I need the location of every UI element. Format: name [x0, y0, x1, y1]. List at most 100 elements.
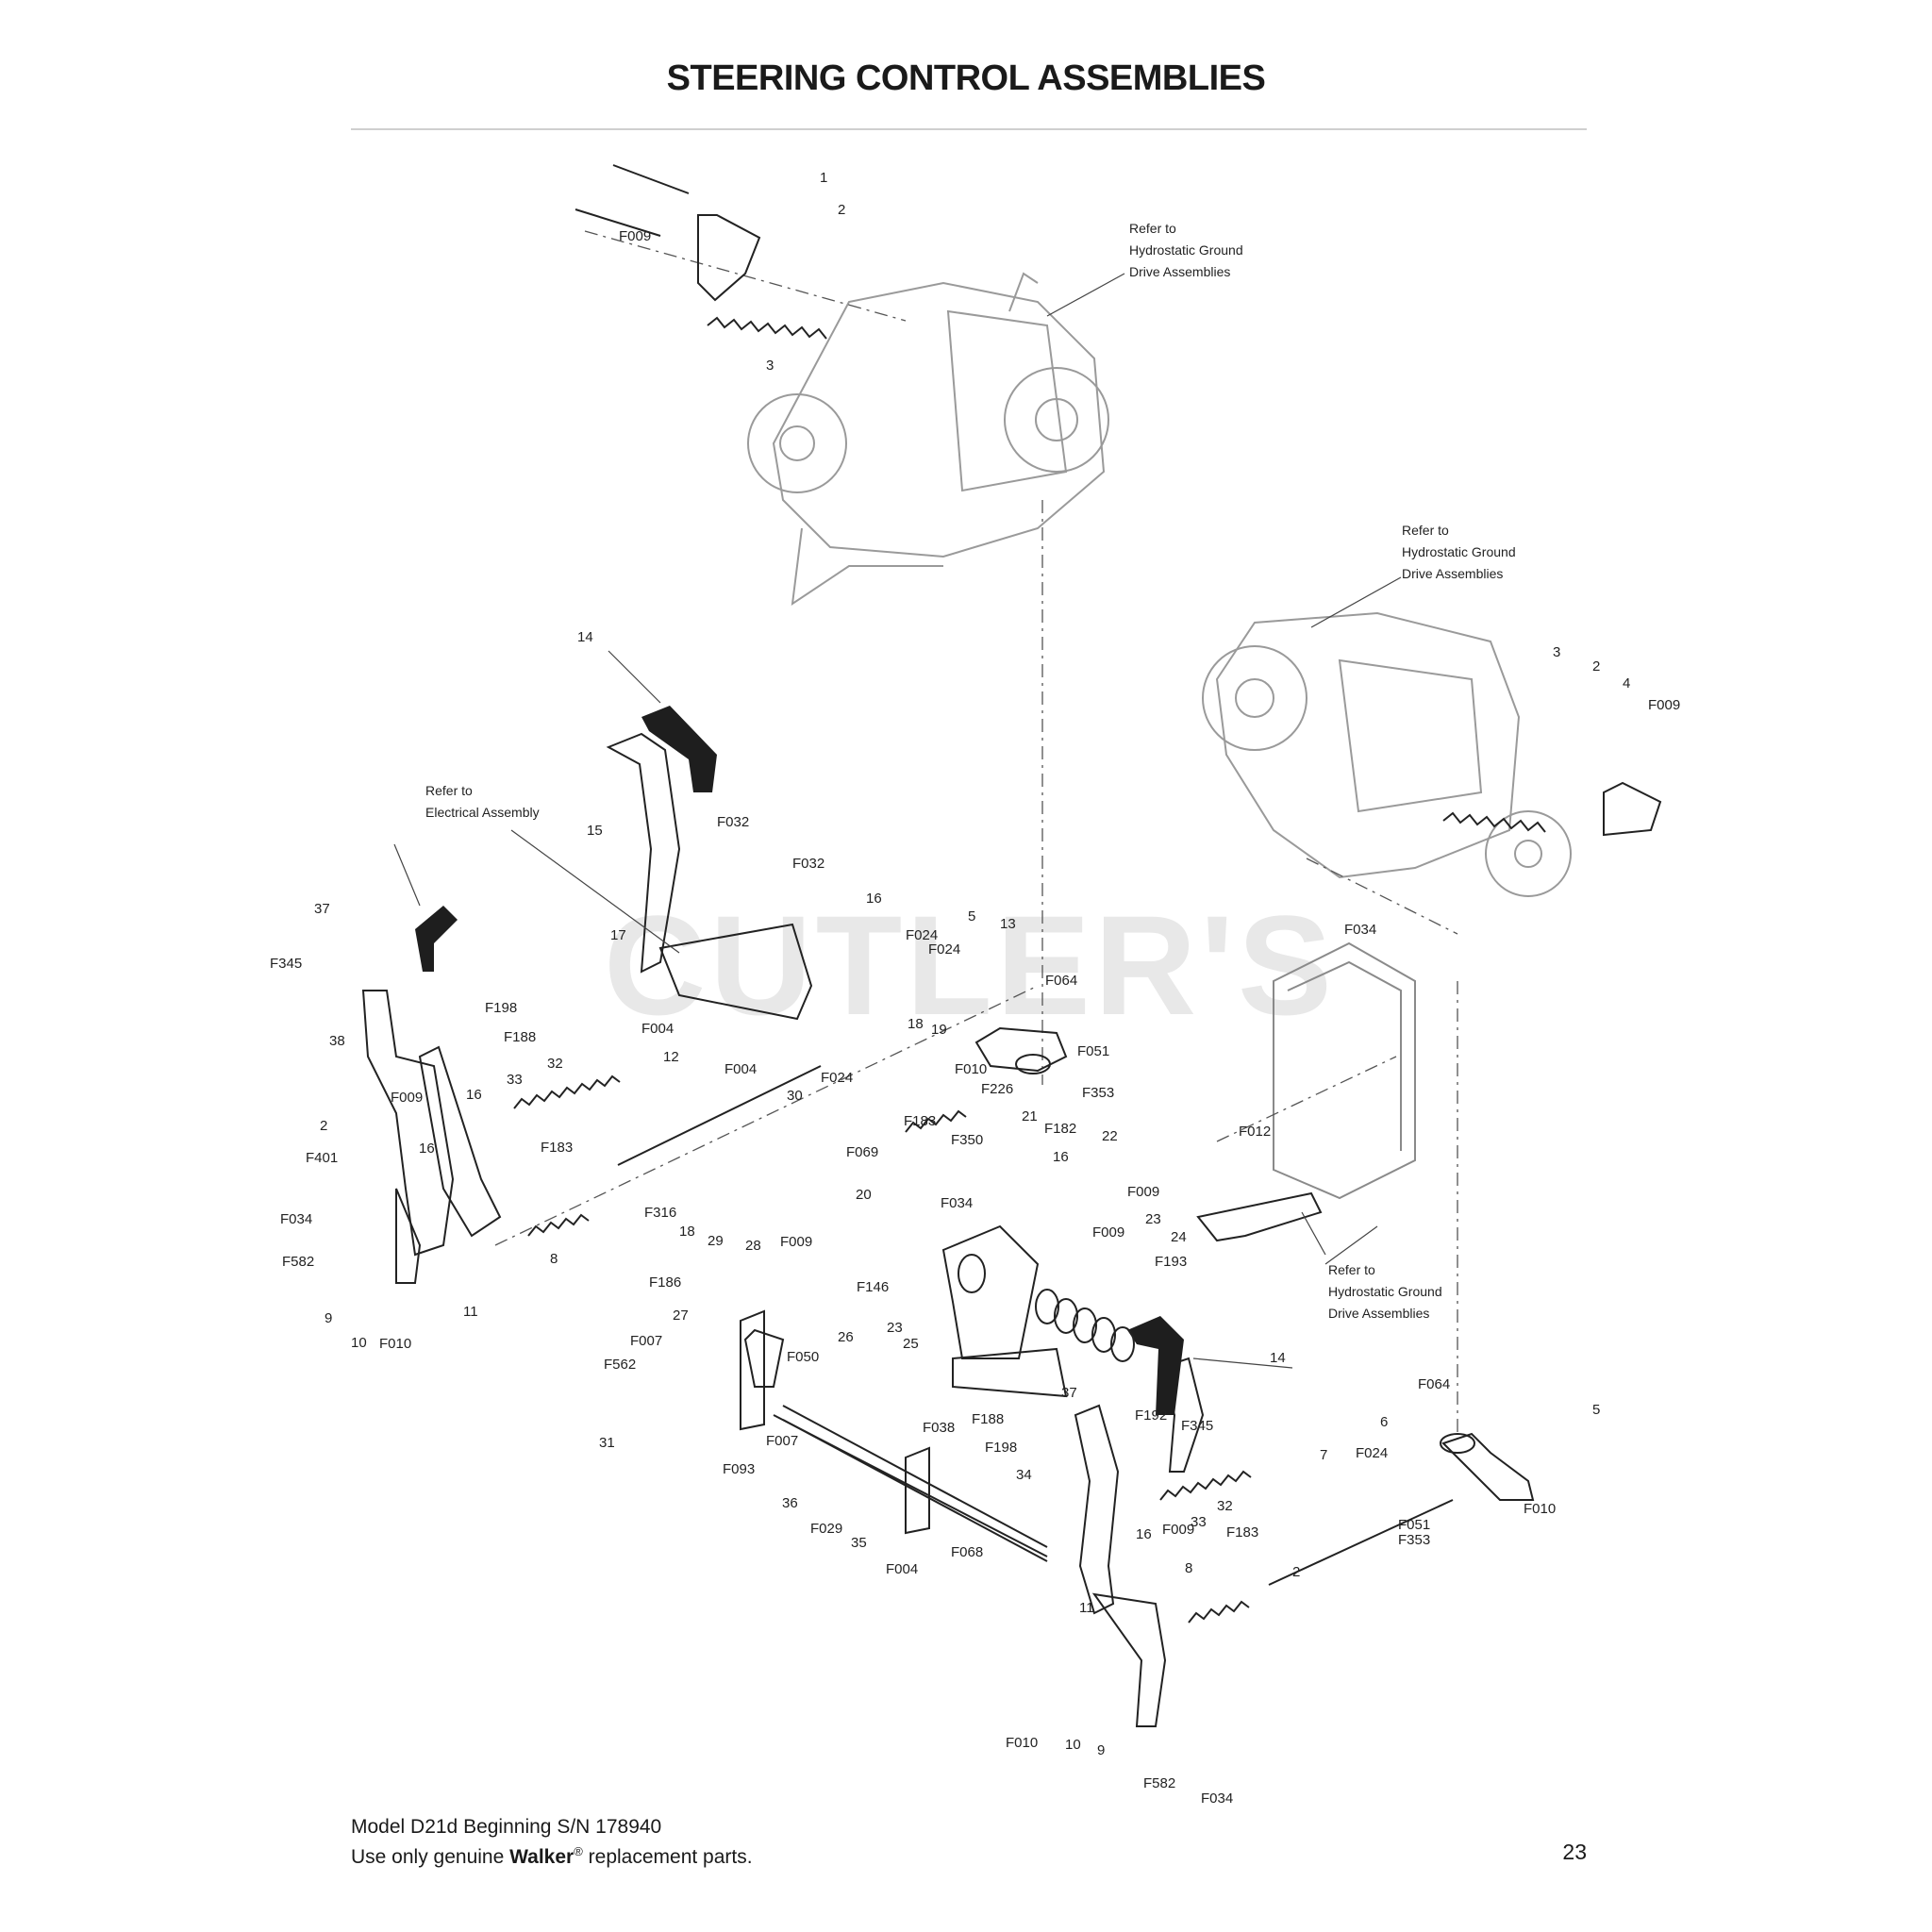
callout: 33	[1191, 1514, 1207, 1530]
callout: F183	[1226, 1524, 1258, 1541]
callout: 18	[908, 1016, 924, 1032]
callout: F004	[886, 1561, 918, 1577]
callout: F093	[723, 1461, 755, 1477]
callout: 8	[550, 1251, 558, 1267]
callout: F010	[379, 1336, 411, 1352]
callout: F010	[955, 1061, 987, 1077]
callout: F024	[1356, 1445, 1388, 1461]
callout: 26	[838, 1329, 854, 1345]
callout: F038	[923, 1420, 955, 1436]
callout: 38	[329, 1033, 345, 1049]
callout: F009	[1162, 1522, 1194, 1538]
callout: 2	[838, 202, 845, 218]
callout: 2	[320, 1118, 327, 1134]
callout: 7	[1320, 1447, 1327, 1463]
callout: 32	[547, 1056, 563, 1072]
alignment-lines	[494, 230, 1458, 1439]
callout: F198	[985, 1440, 1017, 1456]
callout: 16	[419, 1141, 435, 1157]
brand-name: Walker	[509, 1846, 575, 1868]
callout: 13	[1000, 916, 1016, 932]
title-divider	[351, 128, 1587, 130]
callout: F353	[1398, 1532, 1430, 1548]
lever-15	[606, 732, 813, 1021]
callout: F034	[280, 1211, 312, 1227]
callout: F009	[1648, 697, 1680, 713]
callout: 30	[787, 1088, 803, 1104]
callout: 24	[1171, 1229, 1187, 1245]
svg-text:Refer to: Refer to	[1328, 1262, 1375, 1277]
callout: 29	[708, 1233, 724, 1249]
callout: 10	[1065, 1737, 1081, 1753]
svg-text:Hydrostatic Ground: Hydrostatic Ground	[1129, 242, 1243, 258]
note-hydro-lower: Refer to Hydrostatic Ground Drive Assemb…	[1328, 1262, 1442, 1321]
callout: 2	[1592, 658, 1600, 675]
callout: F009	[1127, 1184, 1159, 1200]
callout: F034	[1201, 1790, 1233, 1807]
callout: F146	[857, 1279, 889, 1295]
callout: F069	[846, 1144, 878, 1160]
svg-text:Hydrostatic Ground: Hydrostatic Ground	[1402, 544, 1516, 559]
spring-right	[1442, 781, 1662, 837]
svg-text:Drive Assemblies: Drive Assemblies	[1328, 1306, 1429, 1321]
callout: F004	[641, 1021, 674, 1037]
callout: F316	[644, 1205, 676, 1221]
callout: 35	[851, 1535, 867, 1551]
page-number: 23	[1562, 1840, 1587, 1864]
callout: F050	[787, 1349, 819, 1365]
hydro-transmission-top	[747, 272, 1109, 607]
callout: F064	[1045, 973, 1077, 989]
callout: 22	[1102, 1128, 1118, 1144]
springs-mid	[513, 1074, 1252, 1624]
svg-text:Drive Assemblies: Drive Assemblies	[1402, 566, 1503, 581]
callout: F582	[1143, 1775, 1175, 1791]
washer-stack	[958, 1254, 1135, 1362]
grip-14-upper	[641, 706, 717, 792]
callout: F010	[1006, 1735, 1038, 1751]
callout: 1	[820, 170, 827, 186]
spring-top	[707, 316, 827, 340]
callout: 11	[463, 1304, 478, 1320]
watermark: CUTLER'S	[604, 886, 1336, 1044]
callout: F051	[1398, 1517, 1430, 1533]
svg-text:Refer to: Refer to	[1129, 221, 1176, 236]
callout: F007	[766, 1433, 798, 1449]
callout: 31	[599, 1435, 615, 1451]
callout: F064	[1418, 1376, 1450, 1392]
callout: F024	[928, 941, 960, 958]
callout: F198	[485, 1000, 517, 1016]
callout: F034	[1344, 922, 1376, 938]
callout: 12	[663, 1049, 679, 1065]
callout: F345	[1181, 1418, 1213, 1434]
callout: 23	[1145, 1211, 1161, 1227]
callout: F032	[792, 856, 824, 872]
svg-text:Drive Assemblies: Drive Assemblies	[1129, 264, 1230, 279]
callout: F034	[941, 1195, 973, 1211]
callout: F007	[630, 1333, 662, 1349]
callout: F192	[1135, 1407, 1167, 1424]
callout: 6	[1380, 1414, 1388, 1430]
callout: 5	[968, 908, 975, 924]
callout: F182	[1044, 1121, 1076, 1137]
footer-text: Model D21d Beginning S/N 178940 Use only…	[351, 1815, 753, 1870]
leader-lines	[393, 273, 1402, 1369]
callout: 10	[351, 1335, 367, 1351]
callout: 27	[673, 1307, 689, 1324]
bracket-f012	[1196, 1191, 1323, 1242]
bracket-top	[575, 164, 761, 302]
callout: F029	[810, 1521, 842, 1537]
callout: 19	[931, 1022, 947, 1038]
callout: 18	[679, 1224, 695, 1240]
callout: 36	[782, 1495, 798, 1511]
callout: F024	[906, 927, 938, 943]
callout: 20	[856, 1187, 872, 1203]
callout: 3	[1553, 644, 1560, 660]
callout: 33	[507, 1072, 523, 1088]
callout: 17	[610, 927, 626, 943]
lever-left	[361, 990, 502, 1284]
callout: 25	[903, 1336, 919, 1352]
callout: F009	[1092, 1224, 1124, 1241]
svg-text:Electrical Assembly: Electrical Assembly	[425, 805, 540, 820]
callout: 21	[1022, 1108, 1038, 1124]
callout: F226	[981, 1081, 1013, 1097]
